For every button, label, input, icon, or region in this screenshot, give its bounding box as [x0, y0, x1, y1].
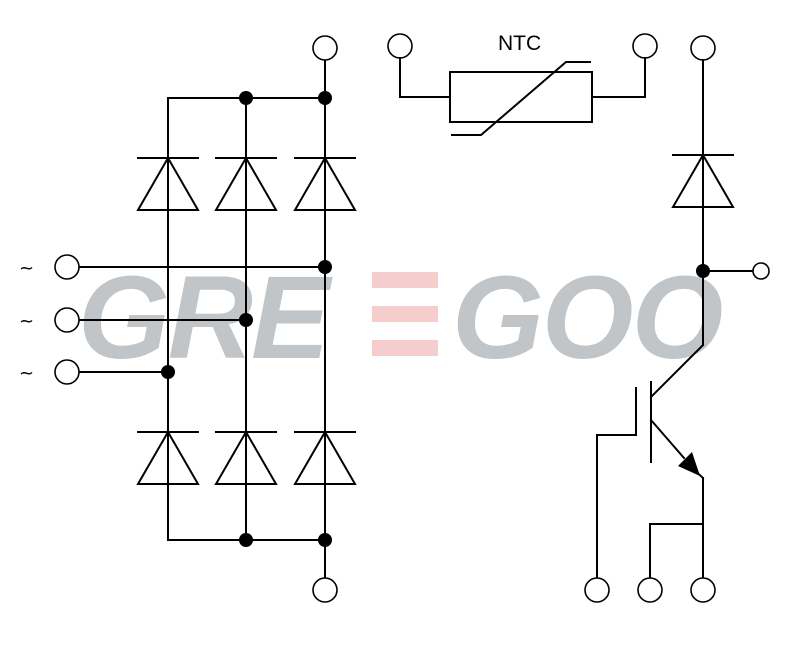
diode-upper-2	[214, 155, 278, 211]
diode-upper-1	[136, 155, 200, 211]
diode-lower-1	[136, 429, 200, 485]
junction-dot	[318, 533, 332, 547]
terminal-ntc-right	[632, 33, 658, 59]
watermark: GRE GOO	[78, 252, 724, 384]
terminal-chopper-top	[690, 35, 716, 61]
ntc-thermistor: NTC	[387, 32, 658, 136]
junction-dot	[239, 313, 253, 327]
terminal-ac-2	[54, 307, 80, 333]
diode-upper-3	[293, 155, 357, 211]
ntc-label: NTC	[498, 32, 541, 55]
ac-symbol-1: ~	[19, 258, 34, 279]
ac-symbol-2: ~	[19, 311, 34, 332]
watermark-text-left: GRE	[78, 252, 333, 384]
junction-dot	[239, 91, 253, 105]
ac-symbol-3: ~	[19, 363, 34, 384]
terminal-gate	[584, 577, 610, 603]
terminal-ac-3	[54, 359, 80, 385]
junction-dot	[696, 264, 710, 278]
diode-lower-3	[293, 429, 357, 485]
terminal-ac-1	[54, 254, 80, 280]
junction-dot	[318, 260, 332, 274]
watermark-text-right: GOO	[452, 252, 722, 384]
junction-dot	[239, 533, 253, 547]
terminal-chopper-output	[752, 262, 770, 280]
diode-lower-2	[214, 429, 278, 485]
ntc-body	[449, 71, 593, 123]
diode-freewheel	[671, 152, 735, 208]
watermark-accent	[372, 272, 438, 356]
junction-dot	[318, 91, 332, 105]
terminal-emitter-aux	[637, 577, 663, 603]
junction-dot	[161, 365, 175, 379]
rectifier-bridge: ~ ~ ~	[19, 35, 357, 603]
igbt-chopper	[584, 35, 770, 603]
terminal-dc-positive	[312, 35, 338, 61]
terminal-dc-negative	[312, 577, 338, 603]
terminal-emitter	[690, 577, 716, 603]
terminal-ntc-left	[387, 33, 413, 59]
